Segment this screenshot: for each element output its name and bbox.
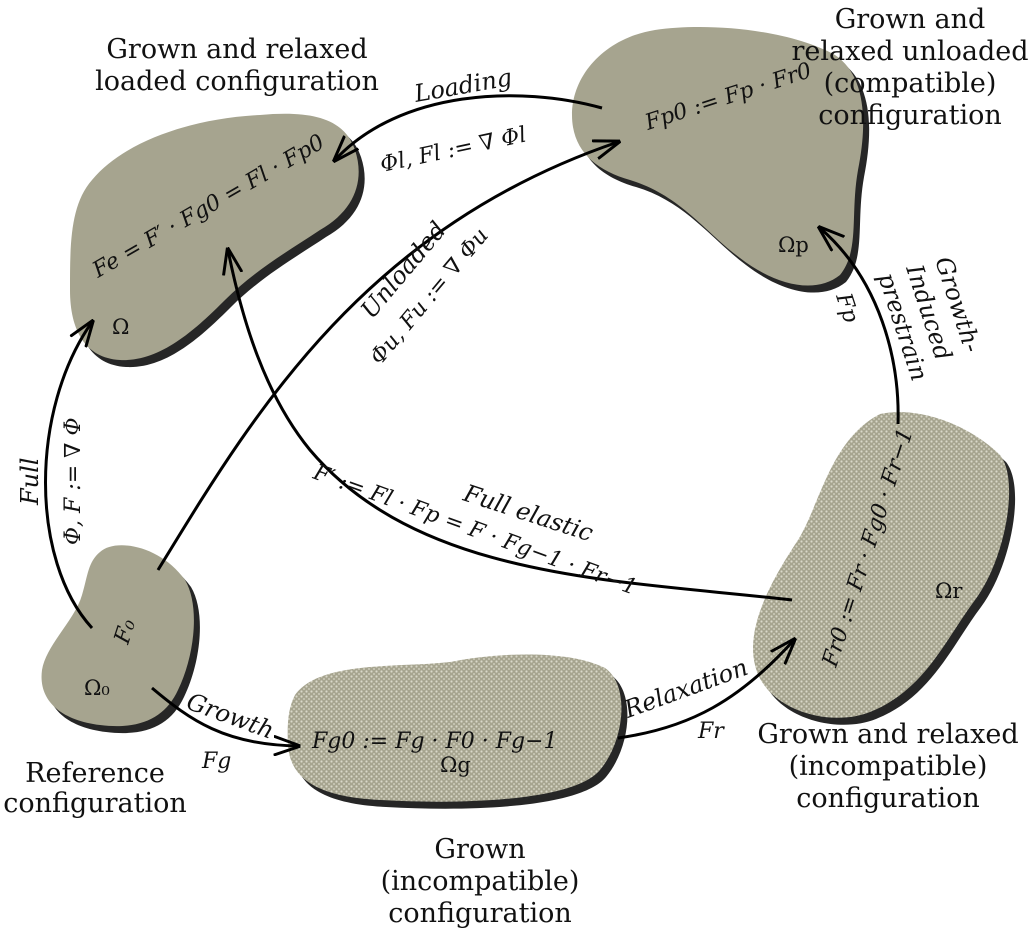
unloaded-configuration-blob bbox=[572, 27, 870, 293]
relaxation-map-name: Relaxation bbox=[620, 653, 752, 724]
loaded-label-line-1: Grown and relaxed bbox=[106, 34, 367, 65]
unloaded-label-line-2: relaxed unloaded bbox=[791, 36, 1028, 67]
relaxed-omega: Ωr bbox=[935, 579, 963, 603]
unloaded-label-line-3: (compatible) bbox=[824, 68, 997, 99]
reference-configuration-blob bbox=[41, 545, 200, 734]
full-elastic-map-arrow bbox=[228, 250, 793, 602]
grown-configuration-blob bbox=[287, 654, 628, 809]
full-map-arrow bbox=[44, 322, 93, 630]
relaxed-label-line-3: configuration bbox=[796, 783, 980, 814]
unloaded-label-line-4: configuration bbox=[818, 100, 1002, 131]
full-map-name: Full bbox=[16, 458, 44, 506]
unloaded-map-arrow bbox=[156, 142, 618, 571]
loading-map-arrow bbox=[335, 94, 603, 160]
grown-omega: Ωg bbox=[440, 753, 471, 777]
loading-map-tensor: Φl, Fl := ∇ Φl bbox=[378, 123, 529, 178]
loaded-omega: Ω bbox=[112, 315, 129, 339]
relaxed-label-line-1: Grown and relaxed bbox=[757, 719, 1018, 750]
grown-label-line-1: Grown bbox=[434, 834, 525, 865]
relaxed-label-line-2: (incompatible) bbox=[789, 751, 988, 782]
full-map-tensor: Φ, F := ∇ Φ bbox=[61, 417, 86, 545]
grown-label-line-3: configuration bbox=[388, 898, 572, 929]
grown-formula: Fg0 := Fg · F0 · Fg−1 bbox=[311, 729, 558, 754]
unloaded-omega: Ωp bbox=[778, 233, 809, 257]
growth-map-arrow bbox=[151, 686, 298, 746]
relaxation-map-arrow bbox=[617, 640, 794, 740]
loaded-label-line-2: loaded configuration bbox=[95, 66, 379, 97]
prestrain-map-arrow bbox=[820, 228, 900, 425]
reference-label-line-2: configuration bbox=[3, 788, 187, 819]
loaded-configuration-blob bbox=[70, 113, 365, 368]
growth-map-tensor: Fg bbox=[201, 749, 231, 774]
reference-omega: Ω₀ bbox=[84, 676, 110, 700]
relaxation-map-tensor: Fr bbox=[697, 719, 725, 744]
prestrain-tensor: Fp bbox=[830, 289, 863, 326]
grown-label-line-2: (incompatible) bbox=[381, 866, 580, 897]
reference-label-line-1: Reference bbox=[25, 758, 165, 789]
unloaded-label-line-1: Grown and bbox=[835, 4, 986, 35]
loading-map-name: Loading bbox=[411, 63, 514, 108]
relaxed-configuration-blob bbox=[753, 412, 1016, 725]
